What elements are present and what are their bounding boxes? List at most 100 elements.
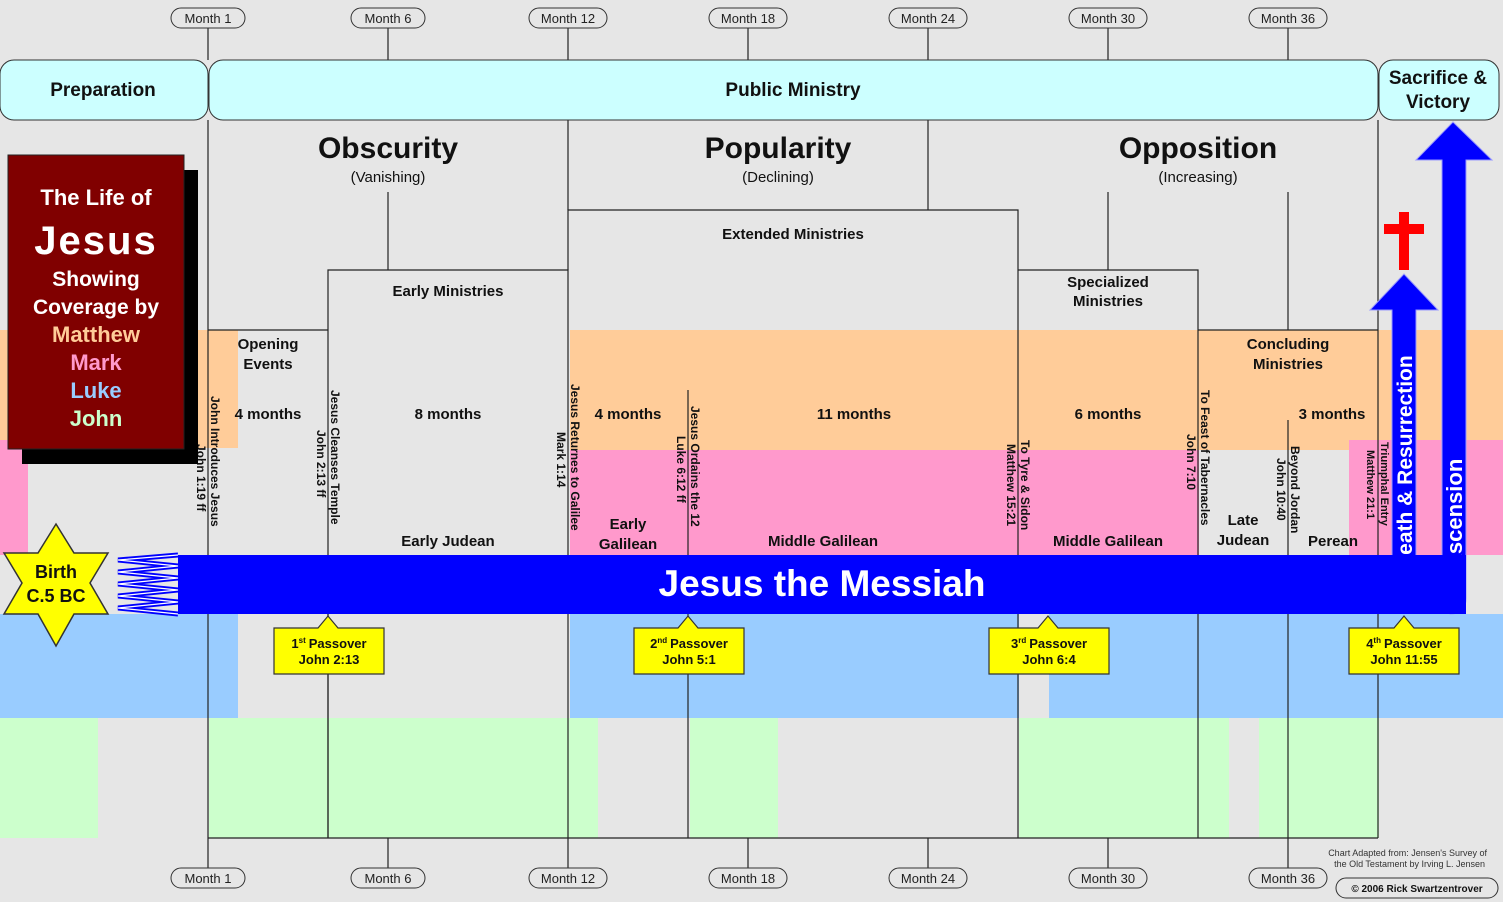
sacrifice-label: Sacrifice & <box>1389 68 1487 89</box>
era-subtitle: (Declining) <box>742 169 814 186</box>
svg-text:John 2:13 ff: John 2:13 ff <box>314 430 328 498</box>
ministry-labels: Early Ministries Extended Ministries Spe… <box>238 226 1330 373</box>
svg-text:Month 18: Month 18 <box>721 871 775 886</box>
specialized-ministries-label: Specialized <box>1067 274 1149 291</box>
preparation-label: Preparation <box>50 80 156 101</box>
svg-text:Month 30: Month 30 <box>1081 11 1135 26</box>
month-axis-bottom: Month 1 Month 6 Month 12 Month 18 Month … <box>170 867 1328 889</box>
birth-star-icon <box>2 522 110 648</box>
phase-banners: Preparation Public Ministry Sacrifice & … <box>0 59 1500 121</box>
era-titles: Obscurity (Vanishing) Popularity (Declin… <box>318 132 1277 186</box>
svg-text:Luke 6:12 ff: Luke 6:12 ff <box>674 436 688 504</box>
preparation-banner <box>0 59 209 121</box>
duration-label: 11 months <box>817 406 891 423</box>
event-label: Beyond Jordan John 10:40 <box>1274 446 1302 533</box>
svg-text:John: John <box>70 406 123 431</box>
passover-ref: John 6:4 <box>1022 652 1076 667</box>
month-label-bottom: Month 36 <box>1248 867 1328 889</box>
region-label: Late <box>1228 512 1259 529</box>
region-labels: Early Judean Early Galilean Middle Galil… <box>401 512 1358 553</box>
death-resurrection-label: Death & Resurrection <box>1394 355 1417 570</box>
svg-text:Month 1: Month 1 <box>185 11 232 26</box>
svg-text:John 10:40: John 10:40 <box>1274 458 1288 521</box>
month-label-bottom: Month 6 <box>350 867 426 889</box>
event-label: Triumphal Entry Matthew 21:1 <box>1364 442 1390 527</box>
svg-text:the Old Testament by Irving L.: the Old Testament by Irving L. Jensen <box>1334 859 1485 869</box>
region-label: Judean <box>1217 532 1270 549</box>
credit: Chart Adapted from: Jensen's Survey of t… <box>1328 848 1487 869</box>
john-coverage <box>0 718 1379 838</box>
luke-coverage <box>0 614 1503 718</box>
ministry-outlines <box>207 28 1379 868</box>
svg-text:Month 12: Month 12 <box>541 871 595 886</box>
era-title: Popularity <box>705 132 852 165</box>
extended-ministries-label: Extended Ministries <box>722 226 864 243</box>
event-label: Jesus Cleanses Temple John 2:13 ff <box>314 390 342 525</box>
title-box <box>7 154 185 450</box>
matthew-coverage <box>0 330 1503 450</box>
birth-label: Birth <box>35 562 77 582</box>
svg-text:Showing: Showing <box>52 268 140 291</box>
region-label: Early Judean <box>401 533 494 550</box>
concluding-ministries-label: Ministries <box>1253 356 1323 373</box>
month-label-bottom: Month 24 <box>888 867 968 889</box>
passover-callout <box>1348 615 1460 675</box>
region-label: Perean <box>1308 533 1358 550</box>
duration-label: 3 months <box>1299 406 1366 423</box>
svg-text:Beyond Jordan: Beyond Jordan <box>1288 446 1302 533</box>
month-label-bottom: Month 1 <box>170 867 246 889</box>
passover-ref: John 2:13 <box>299 652 360 667</box>
region-label: Early <box>610 516 647 533</box>
concluding-ministries-label: Concluding <box>1247 336 1330 353</box>
passovers <box>273 615 1460 675</box>
public-ministry-banner <box>208 59 1379 121</box>
svg-text:Month 6: Month 6 <box>365 871 412 886</box>
ascension-label: Ascension <box>1442 459 1467 570</box>
region-label: Middle Galilean <box>768 533 878 550</box>
messiah-bar-zigzag-highlight <box>117 554 179 615</box>
era-subtitle: (Increasing) <box>1158 169 1237 186</box>
month-label-bottom: Month 30 <box>1068 867 1148 889</box>
svg-text:Coverage by: Coverage by <box>33 296 159 319</box>
month-label-top: Month 6 <box>350 7 426 29</box>
month-axis-top: Month 1 Month 6 Month 12 Month 18 Month … <box>170 7 1328 29</box>
event-label: To Feast of Tabernacles John 7:10 <box>1184 390 1212 526</box>
month-label-top: Month 18 <box>708 7 788 29</box>
svg-text:John Introduces Jesus: John Introduces Jesus <box>208 396 222 527</box>
svg-text:Month 36: Month 36 <box>1261 871 1315 886</box>
svg-text:Triumphal Entry: Triumphal Entry <box>1378 442 1390 527</box>
duration-label: 8 months <box>415 406 482 423</box>
era-subtitle: (Vanishing) <box>351 169 426 186</box>
title-text: The Life of Jesus Showing Coverage by Ma… <box>33 185 159 431</box>
month-label-bottom: Month 18 <box>708 867 788 889</box>
passover-callout <box>633 615 745 675</box>
duration-label: 6 months <box>1075 406 1142 423</box>
region-label: Galilean <box>599 536 657 553</box>
victory-label: Victory <box>1406 92 1471 113</box>
specialized-ministries-label: Ministries <box>1073 293 1143 310</box>
svg-text:To Feast of Tabernacles: To Feast of Tabernacles <box>1198 390 1212 526</box>
era-title: Obscurity <box>318 132 458 165</box>
svg-text:Matthew 21:1: Matthew 21:1 <box>1364 450 1376 519</box>
passover-callout <box>988 615 1110 675</box>
opening-events-label: Opening <box>238 336 299 353</box>
event-label: Jesus Returnes to Galilee Mark 1:14 <box>554 384 582 531</box>
passover-callout <box>273 615 385 675</box>
svg-text:Matthew 15:21: Matthew 15:21 <box>1004 444 1018 526</box>
svg-text:Matthew: Matthew <box>52 322 141 347</box>
svg-text:Jesus Ordains the 12: Jesus Ordains the 12 <box>688 406 702 527</box>
era-title: Opposition <box>1119 132 1277 165</box>
svg-text:To Tyre & Sidon: To Tyre & Sidon <box>1018 440 1032 530</box>
month-label-top: Month 30 <box>1068 7 1148 29</box>
region-label: Middle Galilean <box>1053 533 1163 550</box>
messiah-bar <box>178 555 1466 614</box>
mark-coverage <box>0 440 1503 555</box>
birth-date-label: C.5 BC <box>26 586 85 606</box>
month-label-top: Month 36 <box>1248 7 1328 29</box>
month-label-top: Month 12 <box>528 7 608 29</box>
svg-text:Month 24: Month 24 <box>901 871 955 886</box>
